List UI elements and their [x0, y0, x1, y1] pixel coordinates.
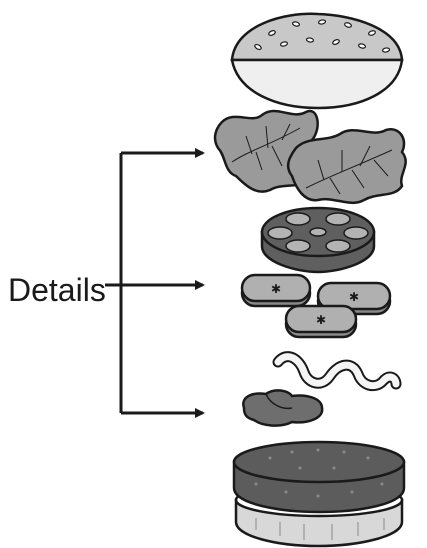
svg-text:✱: ✱ — [316, 313, 326, 327]
svg-text:✱: ✱ — [349, 290, 359, 304]
lettuce-illustration — [215, 111, 406, 203]
arrows — [121, 153, 203, 413]
tomato-slice-illustration — [262, 208, 374, 272]
sauce-squiggle-illustration — [278, 357, 396, 386]
pickle-slice: ✱ — [242, 275, 310, 306]
svg-text:✱: ✱ — [271, 282, 281, 296]
patty-and-bottom-bun-illustration — [234, 442, 404, 546]
onion-illustration — [243, 390, 322, 425]
bracket-connector — [105, 153, 121, 413]
pickle-slice: ✱ — [286, 306, 356, 337]
pickle-slices-illustration: ✱ ✱ ✱ — [242, 275, 390, 337]
top-bun-illustration — [232, 14, 402, 108]
